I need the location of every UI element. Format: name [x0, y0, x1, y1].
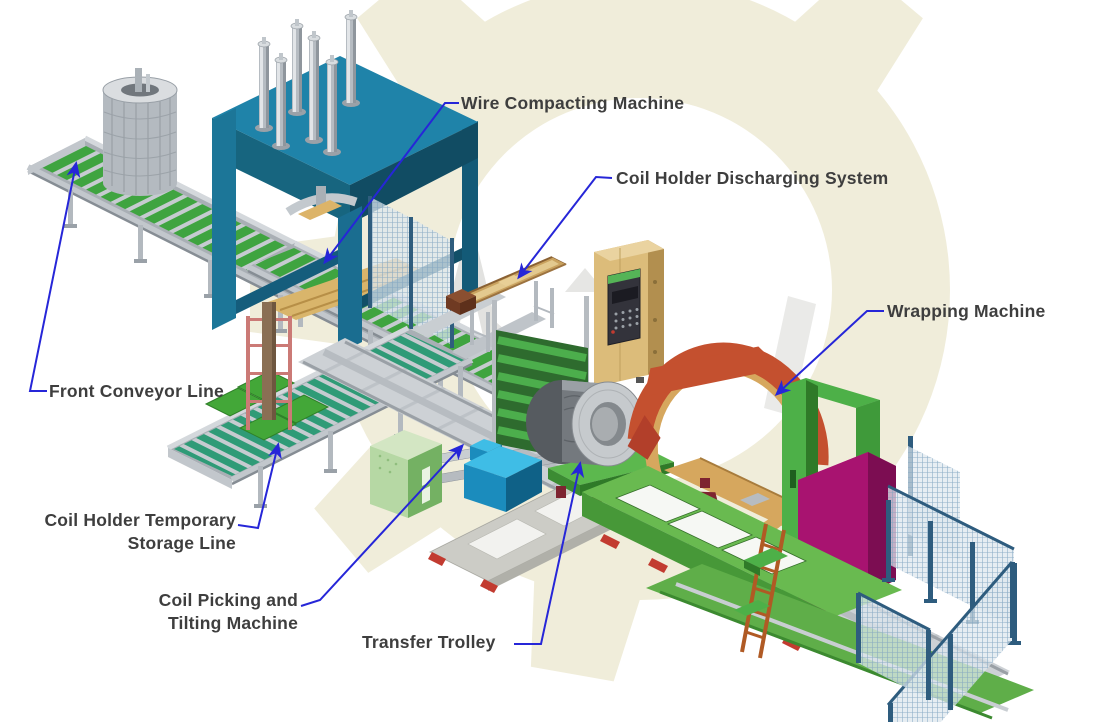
coil-picking-tilting-machine: [464, 439, 542, 512]
coil-holder-discharging-system: [446, 256, 567, 352]
leader-wrapping: [774, 310, 884, 397]
label-coil-picking-and-tilting-machine: Coil Picking and Tilting Machine: [159, 589, 298, 635]
storage-mast: [246, 302, 292, 430]
wire-coil-upright: [102, 68, 178, 196]
leader-storage-line: [237, 442, 282, 530]
label-coil-holder-temporary-storage-line: Coil Holder Temporary Storage Line: [44, 509, 236, 555]
label-transfer-trolley: Transfer Trolley: [362, 632, 496, 652]
hydraulic-cylinders: [255, 10, 360, 156]
wire-compacting-machine: [212, 10, 478, 354]
label-picking-line-2: Tilting Machine: [167, 613, 298, 633]
press-safety-fence: [368, 196, 454, 348]
electrical-box: [370, 430, 442, 518]
coil-horizontal: [526, 380, 645, 467]
leader-picking-tilting: [300, 443, 465, 607]
label-storage-line-1: Coil Holder Temporary: [44, 510, 236, 530]
label-picking-line-1: Coil Picking and: [158, 590, 298, 610]
label-coil-holder-discharging-system: Coil Holder Discharging System: [616, 168, 889, 188]
leader-lines: [28, 102, 884, 645]
leader-coil-discharging: [517, 175, 613, 280]
label-front-conveyor-line: Front Conveyor Line: [49, 381, 224, 401]
access-ladder: [734, 523, 788, 659]
label-wire-compacting-machine: Wire Compacting Machine: [461, 93, 685, 113]
leader-wire-compacting: [323, 102, 459, 265]
label-wrapping-machine: Wrapping Machine: [887, 301, 1046, 321]
perimeter-fence: [856, 436, 1021, 722]
leader-front-conveyor: [28, 161, 81, 392]
leader-transfer-trolley: [514, 461, 585, 645]
label-storage-line-2: Storage Line: [127, 533, 236, 553]
control-cabinet: [594, 240, 664, 391]
